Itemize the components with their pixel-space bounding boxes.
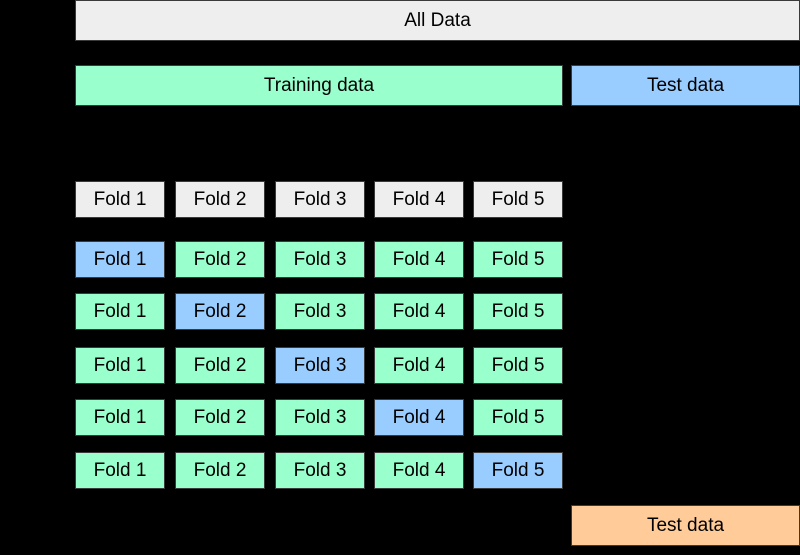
fold-label: Fold 1: [93, 406, 147, 428]
training-fold: Fold 2: [175, 347, 265, 384]
training-fold: Fold 3: [275, 452, 365, 489]
validation-fold: Fold 3: [275, 347, 365, 384]
fold-label: Fold 3: [293, 406, 347, 428]
training-fold: Fold 1: [75, 399, 165, 436]
fold-label: Fold 5: [491, 188, 545, 210]
training-fold: Fold 1: [75, 347, 165, 384]
header-fold-2: Fold 2: [175, 181, 265, 218]
fold-label: Fold 5: [491, 248, 545, 270]
training-fold: Fold 1: [75, 452, 165, 489]
validation-fold: Fold 4: [374, 399, 464, 436]
fold-label: Fold 3: [293, 300, 347, 322]
training-fold: Fold 3: [275, 399, 365, 436]
fold-label: Fold 2: [193, 248, 247, 270]
validation-fold: Fold 1: [75, 241, 165, 278]
header-fold-1: Fold 1: [75, 181, 165, 218]
validation-fold: Fold 5: [473, 452, 563, 489]
training-fold: Fold 3: [275, 241, 365, 278]
training-fold: Fold 4: [374, 293, 464, 330]
training-fold: Fold 2: [175, 399, 265, 436]
final-test-data-box: Test data: [571, 505, 800, 546]
training-fold: Fold 4: [374, 347, 464, 384]
test-data-label: Test data: [646, 74, 725, 96]
fold-label: Fold 2: [193, 406, 247, 428]
training-fold: Fold 1: [75, 293, 165, 330]
fold-label: Fold 4: [392, 354, 446, 376]
fold-label: Fold 4: [392, 300, 446, 322]
fold-label: Fold 1: [93, 459, 147, 481]
fold-label: Fold 4: [392, 248, 446, 270]
fold-label: Fold 5: [491, 459, 545, 481]
all-data-box: All Data: [75, 0, 800, 41]
fold-label: Fold 3: [293, 248, 347, 270]
header-fold-3: Fold 3: [275, 181, 365, 218]
fold-label: Fold 1: [93, 300, 147, 322]
training-fold: Fold 2: [175, 452, 265, 489]
training-fold: Fold 2: [175, 241, 265, 278]
fold-label: Fold 1: [93, 354, 147, 376]
training-fold: Fold 5: [473, 399, 563, 436]
fold-label: Fold 3: [293, 354, 347, 376]
fold-label: Fold 4: [392, 459, 446, 481]
fold-label: Fold 4: [392, 188, 446, 210]
fold-label: Fold 3: [293, 188, 347, 210]
fold-label: Fold 1: [93, 188, 147, 210]
fold-label: Fold 4: [392, 406, 446, 428]
header-fold-4: Fold 4: [374, 181, 464, 218]
fold-label: Fold 2: [193, 188, 247, 210]
fold-label: Fold 5: [491, 354, 545, 376]
final-test-data-label: Test data: [646, 514, 725, 536]
test-data-box: Test data: [571, 65, 800, 106]
training-fold: Fold 4: [374, 241, 464, 278]
fold-label: Fold 1: [93, 248, 147, 270]
training-fold: Fold 5: [473, 241, 563, 278]
fold-label: Fold 5: [491, 300, 545, 322]
all-data-label: All Data: [404, 9, 471, 31]
fold-label: Fold 2: [193, 459, 247, 481]
fold-label: Fold 2: [193, 354, 247, 376]
training-fold: Fold 5: [473, 293, 563, 330]
training-fold: Fold 4: [374, 452, 464, 489]
validation-fold: Fold 2: [175, 293, 265, 330]
fold-label: Fold 3: [293, 459, 347, 481]
fold-label: Fold 5: [491, 406, 545, 428]
training-data-label: Training data: [263, 74, 375, 96]
training-fold: Fold 3: [275, 293, 365, 330]
fold-label: Fold 2: [193, 300, 247, 322]
training-fold: Fold 5: [473, 347, 563, 384]
header-fold-5: Fold 5: [473, 181, 563, 218]
training-data-box: Training data: [75, 65, 563, 106]
